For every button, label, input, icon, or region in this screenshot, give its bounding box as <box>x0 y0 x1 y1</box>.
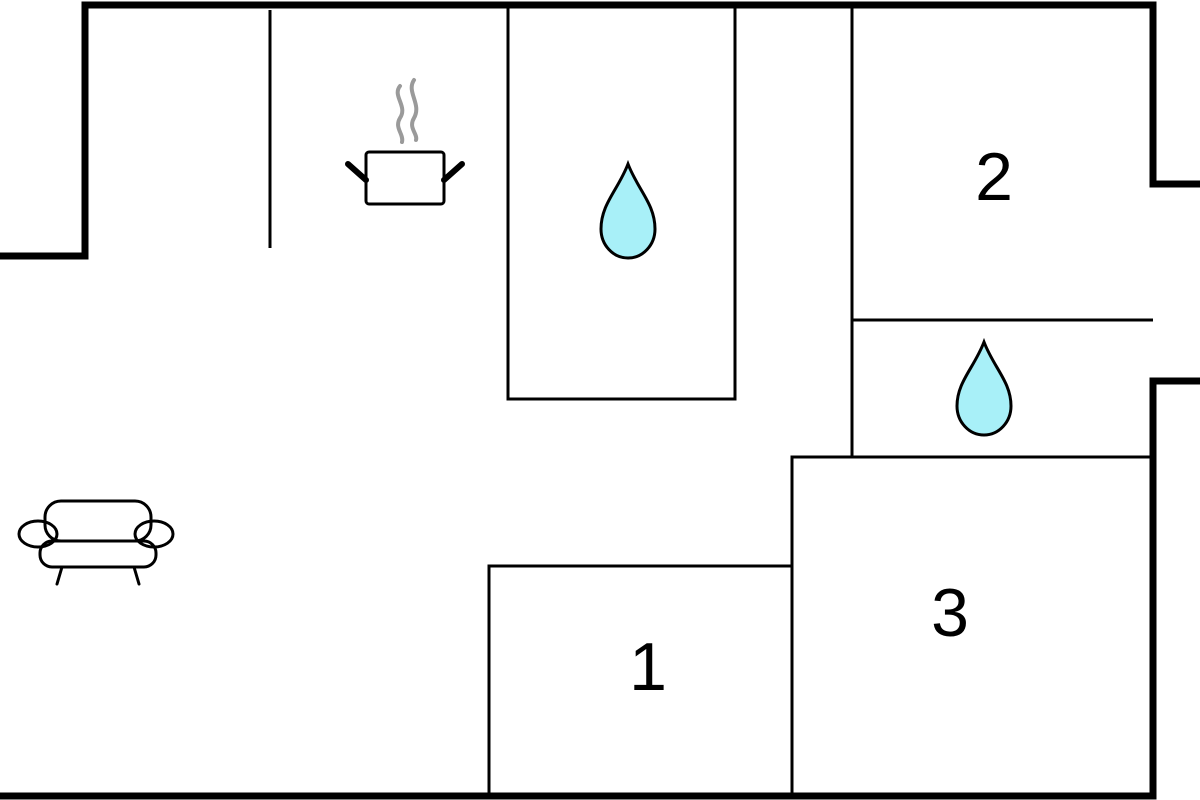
sofa-leg-right <box>132 565 141 586</box>
interior-partitions <box>268 8 1153 796</box>
bathroom-walls <box>506 8 737 401</box>
bedroom-3-walls <box>790 455 1153 796</box>
water-drop-icon <box>955 337 1013 437</box>
pot-handle-right <box>441 161 465 183</box>
sofa-arm-right <box>133 519 175 549</box>
steam-line <box>395 84 405 144</box>
pot-handle-left <box>345 161 369 183</box>
sofa-arm-left <box>17 519 59 549</box>
steam-line <box>409 78 419 142</box>
sofa-seat <box>38 539 158 569</box>
pot-body <box>364 150 446 206</box>
room-number-1: 1 <box>629 629 667 705</box>
cooking-pot-icon <box>345 78 465 206</box>
sofa-icon <box>17 499 175 586</box>
water-drop-icon <box>599 159 657 260</box>
room-number-3: 3 <box>931 575 969 651</box>
room-number-2: 2 <box>975 139 1013 215</box>
sofa-leg-left <box>55 565 64 586</box>
bedroom-1-walls <box>487 564 792 796</box>
